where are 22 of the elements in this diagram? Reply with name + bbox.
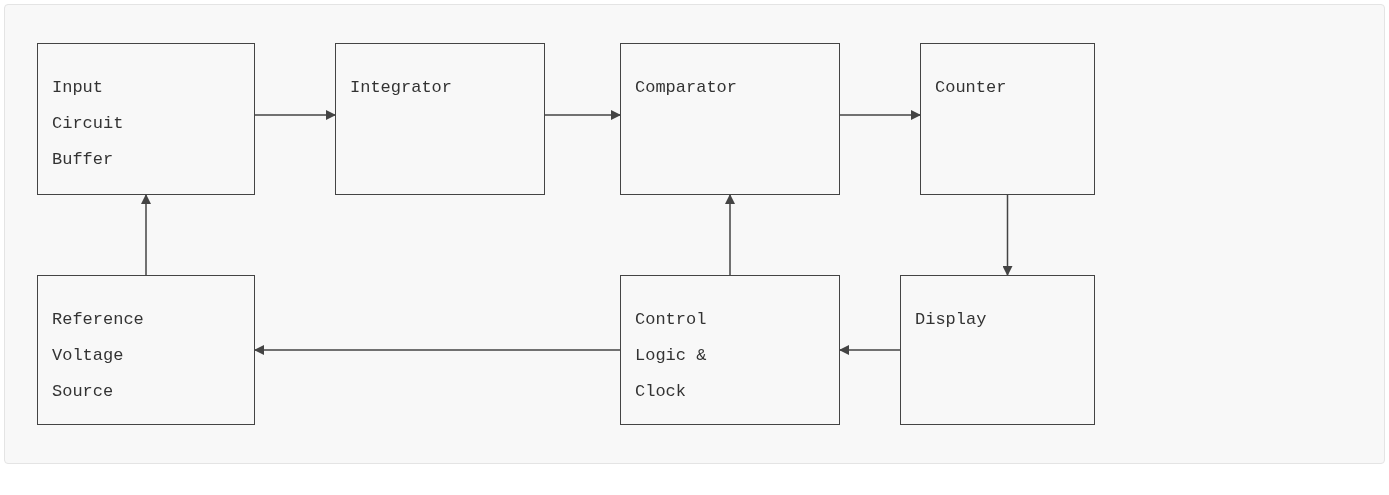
arrow xyxy=(254,345,621,355)
block-label: Counter xyxy=(935,77,1008,99)
arrow xyxy=(141,194,151,276)
block-box xyxy=(920,43,1095,195)
block-label: Control Logic & Clock xyxy=(635,309,707,403)
block-box xyxy=(37,275,255,425)
block-box xyxy=(37,43,255,195)
arrow xyxy=(839,345,901,355)
arrow xyxy=(254,110,336,120)
block-box xyxy=(620,43,840,195)
arrow xyxy=(725,194,735,276)
block-label: Comparator xyxy=(635,77,739,99)
arrow xyxy=(1002,194,1013,276)
block-label: Display xyxy=(915,309,988,331)
arrow xyxy=(544,110,621,120)
block-box xyxy=(900,275,1095,425)
block-box xyxy=(335,43,545,195)
block-label: Input Circuit Buffer xyxy=(52,77,124,171)
block-label: Reference Voltage Source xyxy=(52,309,144,403)
arrow xyxy=(839,110,921,120)
block-box xyxy=(620,275,840,425)
block-label: Integrator xyxy=(350,77,454,99)
